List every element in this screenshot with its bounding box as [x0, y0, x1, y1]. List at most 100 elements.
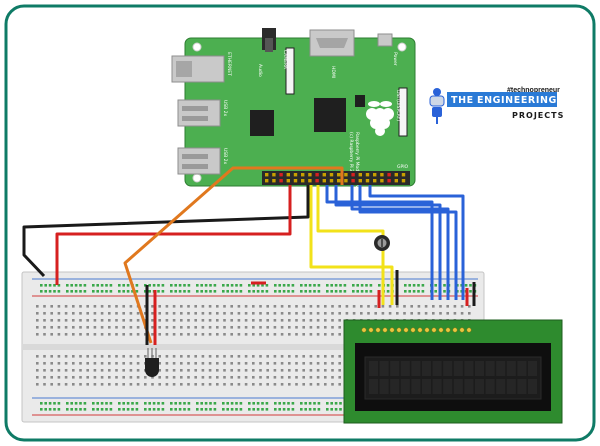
breadboard-hole: [213, 402, 217, 405]
breadboard-hole: [309, 362, 313, 365]
breadboard-hole: [158, 355, 161, 358]
gpio-pin: [329, 173, 334, 177]
lcd-char-cell: [369, 361, 378, 376]
breadboard-hole: [105, 284, 108, 287]
breadboard-hole: [187, 326, 190, 329]
breadboard-hole: [261, 402, 264, 405]
breadboard-hole: [129, 305, 133, 308]
breadboard-hole: [92, 290, 95, 293]
breadboard-hole: [208, 369, 212, 372]
breadboard-hole: [36, 319, 39, 322]
breadboard-hole: [174, 408, 177, 411]
breadboard-hole: [93, 369, 97, 372]
usb-bottom-label: USB 2x: [222, 148, 228, 165]
breadboard-hole: [57, 290, 61, 293]
breadboard-hole: [295, 305, 298, 308]
breadboard-hole: [194, 326, 197, 329]
breadboard-hole: [136, 312, 140, 315]
breadboard-hole: [266, 326, 269, 329]
breadboard-hole: [360, 284, 364, 287]
breadboard-hole: [43, 369, 46, 372]
breadboard-hole: [64, 376, 68, 379]
breadboard-hole: [43, 355, 46, 358]
breadboard-hole: [43, 376, 46, 379]
hdmi-port: HDMI: [309, 29, 355, 78]
breadboard-hole: [280, 369, 284, 372]
breadboard-hole: [417, 284, 420, 287]
breadboard-hole: [79, 312, 82, 315]
lcd-module: [343, 319, 563, 424]
breadboard-hole: [86, 369, 89, 372]
breadboard-hole: [295, 376, 298, 379]
breadboard-hole: [273, 326, 277, 329]
breadboard-hole: [108, 319, 111, 322]
breadboard-hole: [208, 383, 212, 386]
breadboard-hole: [316, 305, 320, 308]
breadboard-hole: [352, 312, 356, 315]
breadboard-hole: [64, 319, 68, 322]
breadboard-hole: [360, 305, 363, 308]
breadboard-hole: [223, 326, 226, 329]
breadboard-hole: [57, 355, 61, 358]
breadboard-hole: [180, 362, 183, 365]
breadboard-hole: [404, 290, 407, 293]
gpio-pin: [286, 173, 290, 177]
breadboard-hole: [131, 290, 134, 293]
breadboard-hole: [187, 312, 190, 315]
breadboard-hole: [256, 408, 260, 411]
breadboard-hole: [64, 362, 68, 365]
breadboard-hole: [309, 355, 313, 358]
breadboard-hole: [324, 326, 327, 329]
breadboard-hole: [304, 408, 307, 411]
breadboard-hole: [86, 333, 89, 336]
gpio-pin: [358, 173, 362, 177]
breadboard-hole: [50, 355, 53, 358]
breadboard-hole: [50, 376, 53, 379]
breadboard-hole: [144, 319, 147, 322]
breadboard-hole: [48, 284, 52, 287]
breadboard-hole: [83, 290, 87, 293]
breadboard-hole: [265, 290, 269, 293]
breadboard-hole: [178, 284, 182, 287]
breadboard-hole: [165, 376, 169, 379]
breadboard-hole: [122, 326, 125, 329]
breadboard-hole: [178, 402, 182, 405]
breadboard-hole: [244, 383, 248, 386]
breadboard-hole: [194, 305, 197, 308]
gpio-pin: [394, 179, 398, 183]
breadboard-hole: [57, 284, 61, 287]
breadboard-hole: [100, 284, 104, 287]
breadboard-hole: [92, 284, 95, 287]
breadboard-hole: [57, 326, 61, 329]
breadboard-hole: [108, 312, 111, 315]
lcd-char-cell: [369, 379, 378, 394]
breadboard-hole: [172, 333, 176, 336]
breadboard-hole: [157, 290, 160, 293]
lcd-char-cell: [464, 379, 474, 394]
breadboard-hole: [331, 369, 334, 372]
lcd-char-cell: [528, 379, 537, 394]
breadboard-hole: [208, 355, 212, 358]
lcd-char-cell: [517, 361, 527, 376]
breadboard-hole: [86, 312, 89, 315]
breadboard-hole: [291, 402, 295, 405]
breadboard-hole: [302, 326, 305, 329]
breadboard-hole: [92, 402, 95, 405]
breadboard-hole: [324, 305, 327, 308]
breadboard-hole: [122, 383, 125, 386]
breadboard-hole: [338, 376, 341, 379]
breadboard-hole: [86, 383, 89, 386]
breadboard-hole: [72, 333, 75, 336]
breadboard-hole: [330, 290, 333, 293]
breadboard-hole: [331, 319, 334, 322]
breadboard-hole: [259, 326, 262, 329]
breadboard-hole: [446, 312, 449, 315]
gpio-pin: [351, 179, 355, 183]
lcd-header-pin: [375, 327, 381, 333]
breadboard-hole: [129, 326, 133, 329]
lcd-header-pin: [396, 327, 402, 333]
lcd-char-cell: [475, 361, 484, 376]
breadboard-hole: [204, 402, 208, 405]
breadboard-hole: [36, 312, 39, 315]
breadboard-hole: [237, 305, 241, 308]
